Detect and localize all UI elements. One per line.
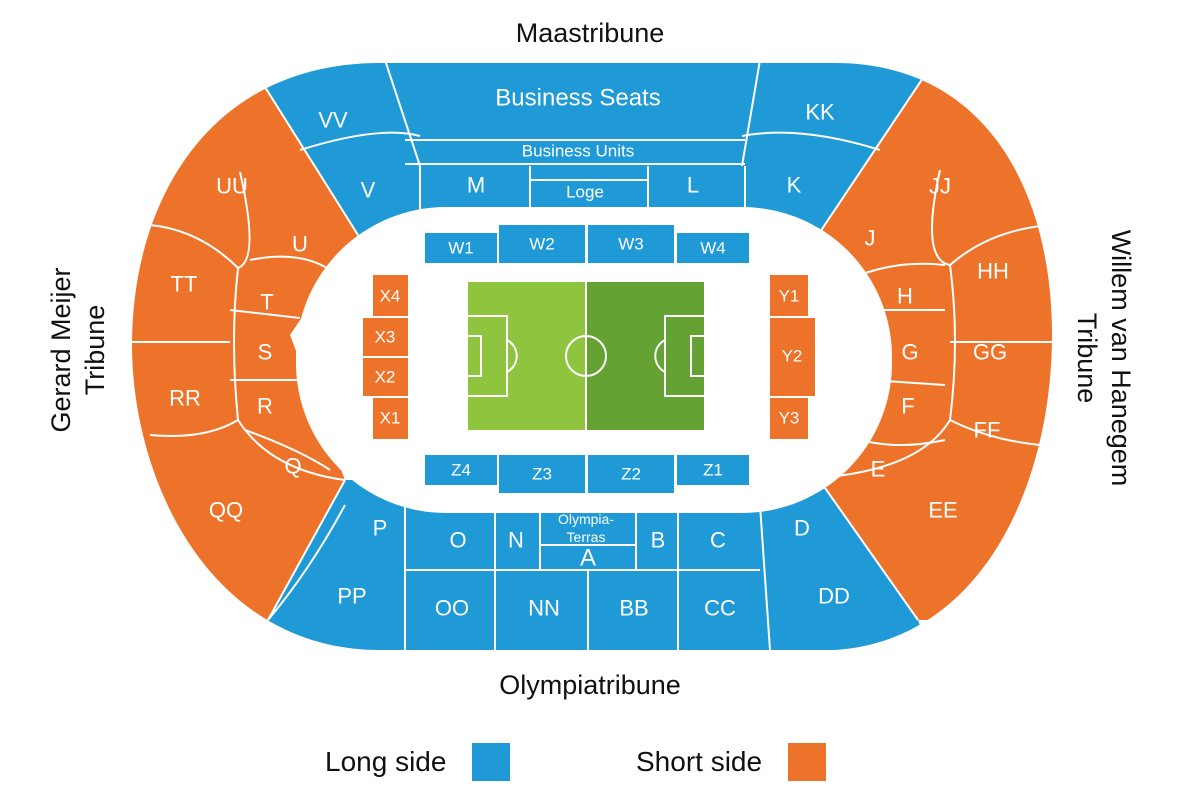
stand-title-south: Olympiatribune <box>499 670 681 700</box>
stand-title-west-line1: Gerard Meijer <box>46 267 76 432</box>
section-w2[interactable] <box>499 225 585 263</box>
section-z3[interactable] <box>499 455 585 493</box>
section-z1[interactable] <box>677 455 749 485</box>
stand-title-north: Maastribune <box>516 18 665 48</box>
section-w1[interactable] <box>425 233 497 263</box>
stand-title-west-line2: Tribune <box>80 305 110 396</box>
legend-long-label: Long side <box>325 746 447 777</box>
legend-short-label: Short side <box>636 746 763 777</box>
section-y1[interactable] <box>770 275 808 317</box>
legend-short-swatch <box>788 743 827 781</box>
stand-title-east-line2: Tribune <box>1072 313 1102 404</box>
section-x4[interactable] <box>373 275 408 317</box>
west-short-side-block[interactable] <box>100 60 358 620</box>
section-z4[interactable] <box>425 455 497 485</box>
field-side-blocks <box>363 225 815 493</box>
legend-short-side: Short side <box>636 742 827 782</box>
legend-long-swatch <box>472 743 511 781</box>
section-z2[interactable] <box>588 455 674 493</box>
stand-title-east-line1: Willem van Hanegem <box>1106 230 1136 487</box>
legend-long-side: Long side <box>325 742 511 782</box>
section-y2[interactable] <box>770 317 815 397</box>
section-y3[interactable] <box>770 397 808 439</box>
football-pitch <box>466 280 706 432</box>
section-x1[interactable] <box>373 397 408 439</box>
south-long-side-block[interactable] <box>250 478 935 670</box>
section-x2[interactable] <box>363 357 408 397</box>
section-w4[interactable] <box>677 233 749 263</box>
section-x3[interactable] <box>363 317 408 357</box>
section-w3[interactable] <box>588 225 674 263</box>
